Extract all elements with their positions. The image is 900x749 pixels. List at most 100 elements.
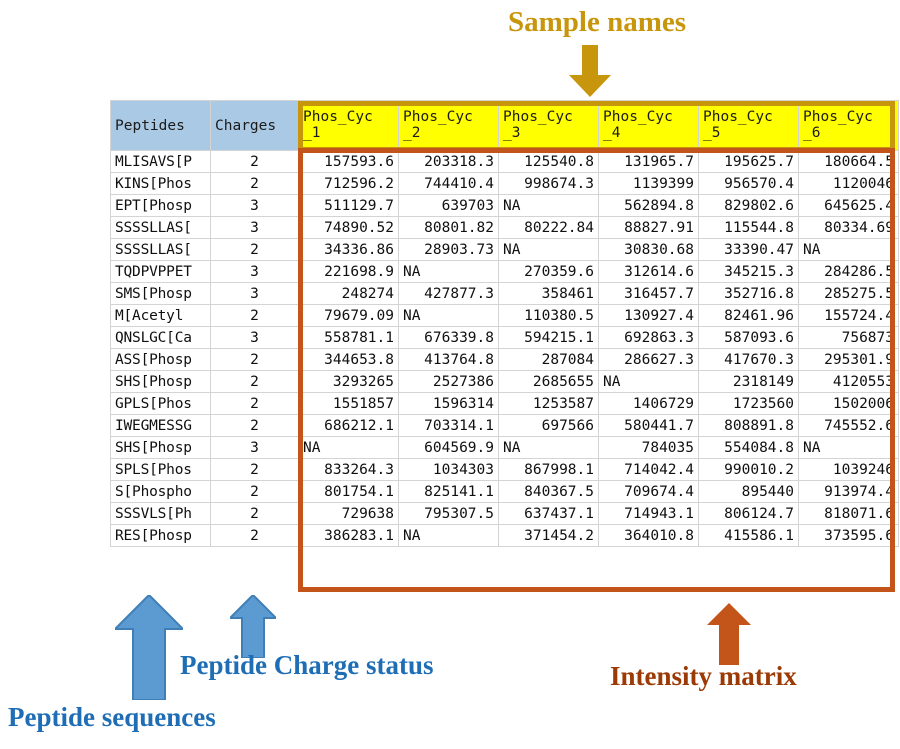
- intensity-cell-sample-1[interactable]: 558781.1: [298, 326, 399, 349]
- peptide-sequence-cell[interactable]: GPLS[Phos: [110, 392, 211, 415]
- peptide-sequence-cell[interactable]: SSSSLLAS[: [110, 216, 211, 239]
- intensity-cell-sample-5[interactable]: 829802.6: [698, 194, 799, 217]
- intensity-cell-sample-1[interactable]: 344653.8: [298, 348, 399, 371]
- intensity-cell-sample-5[interactable]: 195625.7: [698, 150, 799, 173]
- intensity-cell-sample-3[interactable]: 125540.8: [498, 150, 599, 173]
- peptide-charge-cell[interactable]: 2: [210, 524, 299, 547]
- intensity-cell-sample-2[interactable]: 703314.1: [398, 414, 499, 437]
- intensity-cell-sample-3[interactable]: 594215.1: [498, 326, 599, 349]
- intensity-cell-sample-3[interactable]: 1253587: [498, 392, 599, 415]
- intensity-cell-sample-5[interactable]: 895440: [698, 480, 799, 503]
- intensity-cell-sample-1[interactable]: 34336.86: [298, 238, 399, 261]
- intensity-cell-sample-3[interactable]: 110380.5: [498, 304, 599, 327]
- intensity-cell-sample-4[interactable]: 88827.91: [598, 216, 699, 239]
- intensity-cell-sample-5[interactable]: 806124.7: [698, 502, 799, 525]
- intensity-cell-sample-6[interactable]: 180664.5: [798, 150, 899, 173]
- intensity-cell-sample-3[interactable]: NA: [498, 194, 599, 217]
- column-header-sample-3[interactable]: Phos_Cyc _3: [498, 100, 599, 151]
- peptide-charge-cell[interactable]: 3: [210, 326, 299, 349]
- intensity-cell-sample-3[interactable]: 80222.84: [498, 216, 599, 239]
- intensity-cell-sample-5[interactable]: 82461.96: [698, 304, 799, 327]
- intensity-cell-sample-5[interactable]: 417670.3: [698, 348, 799, 371]
- column-header-sample-1[interactable]: Phos_Cyc _1: [298, 100, 399, 151]
- intensity-cell-sample-6[interactable]: 1120046: [798, 172, 899, 195]
- intensity-cell-sample-5[interactable]: 554084.8: [698, 436, 799, 459]
- peptide-sequence-cell[interactable]: QNSLGC[Ca: [110, 326, 211, 349]
- column-header-sample-5[interactable]: Phos_Cyc _5: [698, 100, 799, 151]
- intensity-cell-sample-2[interactable]: 1596314: [398, 392, 499, 415]
- intensity-cell-sample-3[interactable]: 867998.1: [498, 458, 599, 481]
- intensity-cell-sample-5[interactable]: 587093.6: [698, 326, 799, 349]
- intensity-cell-sample-6[interactable]: 1039246: [798, 458, 899, 481]
- peptide-charge-cell[interactable]: 3: [210, 194, 299, 217]
- intensity-cell-sample-4[interactable]: 580441.7: [598, 414, 699, 437]
- intensity-cell-sample-3[interactable]: 998674.3: [498, 172, 599, 195]
- intensity-cell-sample-4[interactable]: 562894.8: [598, 194, 699, 217]
- intensity-cell-sample-4[interactable]: 692863.3: [598, 326, 699, 349]
- intensity-cell-sample-3[interactable]: 637437.1: [498, 502, 599, 525]
- intensity-cell-sample-3[interactable]: 287084: [498, 348, 599, 371]
- intensity-cell-sample-6[interactable]: 295301.9: [798, 348, 899, 371]
- intensity-cell-sample-2[interactable]: NA: [398, 260, 499, 283]
- intensity-cell-sample-6[interactable]: NA: [798, 238, 899, 261]
- intensity-cell-sample-4[interactable]: 714943.1: [598, 502, 699, 525]
- peptide-sequence-cell[interactable]: IWEGMESSG: [110, 414, 211, 437]
- intensity-cell-sample-4[interactable]: 30830.68: [598, 238, 699, 261]
- intensity-cell-sample-4[interactable]: 130927.4: [598, 304, 699, 327]
- intensity-cell-sample-4[interactable]: 1139399: [598, 172, 699, 195]
- intensity-cell-sample-3[interactable]: 371454.2: [498, 524, 599, 547]
- intensity-cell-sample-6[interactable]: 80334.69: [798, 216, 899, 239]
- peptide-sequence-cell[interactable]: SSSVLS[Ph: [110, 502, 211, 525]
- intensity-cell-sample-4[interactable]: 784035: [598, 436, 699, 459]
- intensity-cell-sample-4[interactable]: 286627.3: [598, 348, 699, 371]
- intensity-cell-sample-2[interactable]: NA: [398, 524, 499, 547]
- intensity-cell-sample-4[interactable]: 709674.4: [598, 480, 699, 503]
- peptide-charge-cell[interactable]: 2: [210, 392, 299, 415]
- peptide-sequence-cell[interactable]: MLISAVS[P: [110, 150, 211, 173]
- intensity-cell-sample-3[interactable]: NA: [498, 436, 599, 459]
- peptide-charge-cell[interactable]: 2: [210, 502, 299, 525]
- intensity-cell-sample-2[interactable]: 28903.73: [398, 238, 499, 261]
- intensity-cell-sample-4[interactable]: 714042.4: [598, 458, 699, 481]
- intensity-cell-sample-4[interactable]: 131965.7: [598, 150, 699, 173]
- intensity-cell-sample-2[interactable]: 413764.8: [398, 348, 499, 371]
- intensity-cell-sample-1[interactable]: 79679.09: [298, 304, 399, 327]
- intensity-cell-sample-5[interactable]: 956570.4: [698, 172, 799, 195]
- intensity-cell-sample-6[interactable]: 284286.5: [798, 260, 899, 283]
- intensity-cell-sample-2[interactable]: 795307.5: [398, 502, 499, 525]
- peptide-charge-cell[interactable]: 3: [210, 282, 299, 305]
- peptide-charge-cell[interactable]: 2: [210, 238, 299, 261]
- intensity-cell-sample-3[interactable]: 840367.5: [498, 480, 599, 503]
- peptide-sequence-cell[interactable]: ASS[Phosp: [110, 348, 211, 371]
- peptide-sequence-cell[interactable]: M[Acetyl: [110, 304, 211, 327]
- intensity-cell-sample-2[interactable]: 639703: [398, 194, 499, 217]
- intensity-cell-sample-6[interactable]: NA: [798, 436, 899, 459]
- intensity-cell-sample-6[interactable]: 285275.5: [798, 282, 899, 305]
- peptide-charge-cell[interactable]: 2: [210, 304, 299, 327]
- intensity-cell-sample-1[interactable]: 712596.2: [298, 172, 399, 195]
- intensity-cell-sample-3[interactable]: NA: [498, 238, 599, 261]
- intensity-cell-sample-4[interactable]: NA: [598, 370, 699, 393]
- intensity-cell-sample-6[interactable]: 645625.4: [798, 194, 899, 217]
- intensity-cell-sample-5[interactable]: 990010.2: [698, 458, 799, 481]
- intensity-cell-sample-6[interactable]: 756873: [798, 326, 899, 349]
- peptide-charge-cell[interactable]: 3: [210, 216, 299, 239]
- intensity-cell-sample-4[interactable]: 364010.8: [598, 524, 699, 547]
- peptide-sequence-cell[interactable]: SHS[Phosp: [110, 436, 211, 459]
- column-header-sample-6[interactable]: Phos_Cyc _6: [798, 100, 899, 151]
- intensity-cell-sample-2[interactable]: 744410.4: [398, 172, 499, 195]
- column-header-sample-2[interactable]: Phos_Cyc _2: [398, 100, 499, 151]
- intensity-cell-sample-6[interactable]: 818071.6: [798, 502, 899, 525]
- intensity-cell-sample-6[interactable]: 4120553: [798, 370, 899, 393]
- intensity-cell-sample-1[interactable]: 248274: [298, 282, 399, 305]
- peptide-charge-cell[interactable]: 2: [210, 480, 299, 503]
- intensity-cell-sample-1[interactable]: NA: [298, 436, 399, 459]
- peptide-charge-cell[interactable]: 2: [210, 370, 299, 393]
- peptide-sequence-cell[interactable]: TQDPVPPET: [110, 260, 211, 283]
- intensity-cell-sample-1[interactable]: 157593.6: [298, 150, 399, 173]
- column-header-sample-4[interactable]: Phos_Cyc _4: [598, 100, 699, 151]
- intensity-cell-sample-2[interactable]: 203318.3: [398, 150, 499, 173]
- peptide-charge-cell[interactable]: 2: [210, 458, 299, 481]
- peptide-charge-cell[interactable]: 2: [210, 348, 299, 371]
- peptide-sequence-cell[interactable]: SPLS[Phos: [110, 458, 211, 481]
